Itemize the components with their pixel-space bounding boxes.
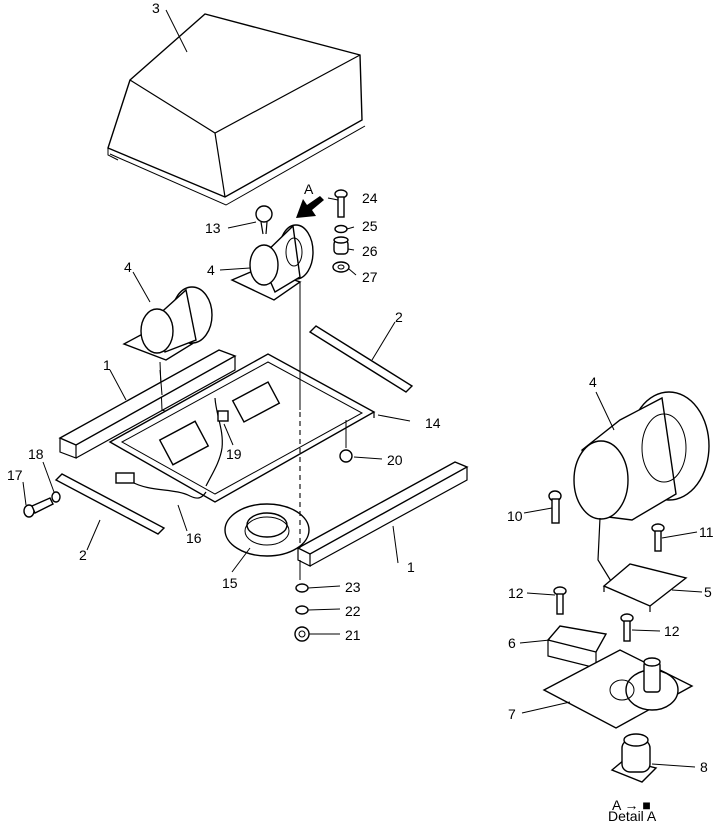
callout-6: 6 <box>508 635 516 651</box>
callout-22: 22 <box>345 603 361 619</box>
detail-caption-bottom: Detail A <box>608 808 657 823</box>
callout-20: 20 <box>387 452 403 468</box>
callout-11: 12 <box>508 585 524 601</box>
speaker-4-left <box>122 286 213 421</box>
detail-speaker-4 <box>573 391 710 587</box>
nut-21 <box>294 626 310 642</box>
frame-1-left <box>58 349 237 459</box>
callout-8: 8 <box>700 759 708 775</box>
bolt-10 <box>651 523 665 552</box>
leader-lines <box>22 9 703 768</box>
callout-12: 12 <box>664 623 680 639</box>
callout-23: 23 <box>345 579 361 595</box>
spacer-26 <box>333 236 349 255</box>
callout-4-b: 4 <box>124 259 132 275</box>
strip-2-left <box>54 473 166 535</box>
washer-25 <box>334 224 348 234</box>
washer-22 <box>295 605 309 615</box>
washer-23 <box>295 583 309 593</box>
view-arrow-a <box>296 196 324 218</box>
cable-19 <box>205 397 229 487</box>
nut-20 <box>339 420 353 463</box>
callout-5: 5 <box>704 584 712 600</box>
bracket-5 <box>602 563 688 612</box>
speaker-4-upper <box>230 224 314 301</box>
callout-15: 15 <box>222 575 238 591</box>
grommet-15 <box>224 503 310 557</box>
callout-7: 7 <box>508 706 516 722</box>
callout-labels: 3 13 4 4 24 25 26 27 2 1 14 19 20 18 17 … <box>7 0 714 775</box>
knob-13 <box>255 205 273 235</box>
view-marker-a: A <box>304 181 314 197</box>
motor-8 <box>610 733 658 783</box>
base-plate-14 <box>108 353 376 503</box>
plate-7 <box>542 649 694 729</box>
callout-9: 10 <box>507 508 523 524</box>
washer-18 <box>51 491 61 503</box>
callout-27: 27 <box>362 269 378 285</box>
callout-13: 13 <box>205 220 221 236</box>
callout-3: 3 <box>152 0 160 16</box>
callout-16: 16 <box>186 530 202 546</box>
cover-box <box>107 13 366 206</box>
bolt-12 <box>620 613 634 642</box>
callout-19: 19 <box>226 446 242 462</box>
bolt-11 <box>553 586 567 615</box>
callout-1-right: 1 <box>407 559 415 575</box>
bolt-24 <box>334 189 348 218</box>
strip-2-right <box>308 325 414 393</box>
callout-2-right: 2 <box>395 309 403 325</box>
callout-14: 14 <box>425 415 441 431</box>
callout-18: 18 <box>28 446 44 462</box>
callout-10: 11 <box>699 524 714 540</box>
callout-4-detail: 4 <box>589 374 597 390</box>
bolt-9 <box>548 490 562 524</box>
callout-1-left: 1 <box>103 357 111 373</box>
callout-17: 17 <box>7 467 23 483</box>
callout-24: 24 <box>362 190 378 206</box>
frame-1-right <box>296 461 469 567</box>
nut-27 <box>332 261 350 273</box>
bolt-17 <box>23 497 54 518</box>
callout-2-left: 2 <box>79 547 87 563</box>
assembly-lines <box>159 282 301 580</box>
callout-26: 26 <box>362 243 378 259</box>
bracket-6 <box>546 625 608 669</box>
callout-25: 25 <box>362 218 378 234</box>
detail-caption-top: A → ■ <box>612 797 651 813</box>
callout-21: 21 <box>345 627 361 643</box>
harness-16 <box>115 472 207 499</box>
callout-4-a: 4 <box>207 262 215 278</box>
